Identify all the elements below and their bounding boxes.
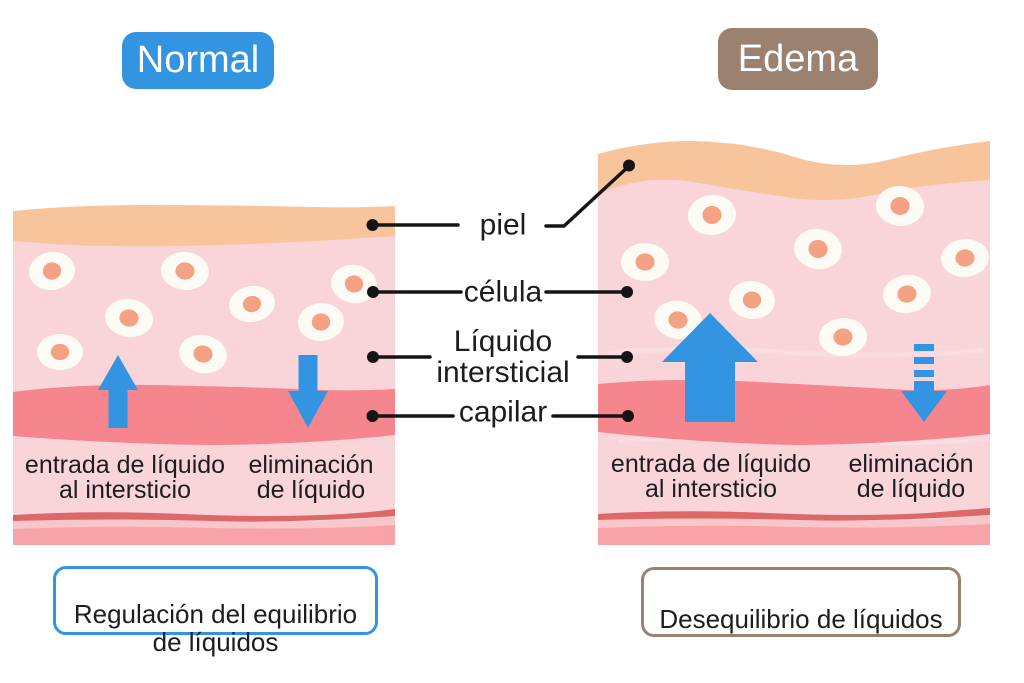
skin-layer <box>13 205 395 247</box>
edema-title-text: Edema <box>737 37 859 80</box>
lower-tissue-layer <box>13 525 395 545</box>
edema-caption-box: Desequilibrio de líquidos <box>641 567 961 637</box>
edema-skin-panel <box>598 141 990 545</box>
normal-skin-panel <box>13 205 395 545</box>
interstitial-layer <box>598 168 990 545</box>
lower-tissue-layer <box>598 524 990 545</box>
normal-title-text: Normal <box>136 39 260 81</box>
normal-caption-box: Regulación del equilibrio de líquidos <box>53 566 378 656</box>
edema-caption-text: Desequilibrio de líquidos <box>659 604 943 634</box>
cell <box>883 274 931 314</box>
normal-title-badge: Normal <box>122 32 274 89</box>
deep-vessel-streak <box>598 508 990 521</box>
cell <box>794 228 842 270</box>
light-band <box>598 516 990 528</box>
cell-group <box>29 251 377 374</box>
cell <box>941 238 989 278</box>
cell <box>179 334 227 374</box>
celula-label: célula <box>463 275 543 309</box>
cell <box>331 264 377 304</box>
light-band <box>13 517 395 529</box>
cell-group <box>621 185 989 357</box>
edema-eliminacion-label: eliminación de líquido <box>848 450 974 503</box>
capillary-layer <box>13 384 395 445</box>
normal-eliminacion-label: eliminación de líquido <box>248 451 374 504</box>
cell <box>819 317 867 357</box>
cell <box>298 302 344 342</box>
edema-title-badge: Edema <box>718 28 878 90</box>
cell <box>654 300 702 340</box>
normal-entrada-label: entrada de líquido al intersticio <box>24 451 226 504</box>
normal-caption-text: Regulación del equilibrio de líquidos <box>73 599 358 657</box>
piel-label: piel <box>479 208 527 242</box>
edema-entrada-label: entrada de líquido al intersticio <box>610 450 812 503</box>
deep-vessel-streak <box>13 509 395 522</box>
fluid-removal-arrow-dashed <box>901 344 947 422</box>
liquido-intersticial-label: Líquido intersticial <box>436 325 570 389</box>
skin-layer <box>598 141 990 200</box>
cell <box>37 334 83 370</box>
cell <box>688 194 736 236</box>
fluid-entry-arrow <box>98 355 138 428</box>
cell <box>621 243 669 281</box>
cell <box>29 251 75 291</box>
cell <box>876 185 924 227</box>
fluid-removal-arrow <box>288 355 328 428</box>
interstitial-layer <box>13 223 395 545</box>
cell <box>105 298 153 338</box>
cell <box>729 280 775 320</box>
cell <box>161 251 209 291</box>
capilar-label: capilar <box>458 395 548 429</box>
fluid-entry-arrow-large <box>662 313 758 422</box>
cell <box>229 285 275 323</box>
